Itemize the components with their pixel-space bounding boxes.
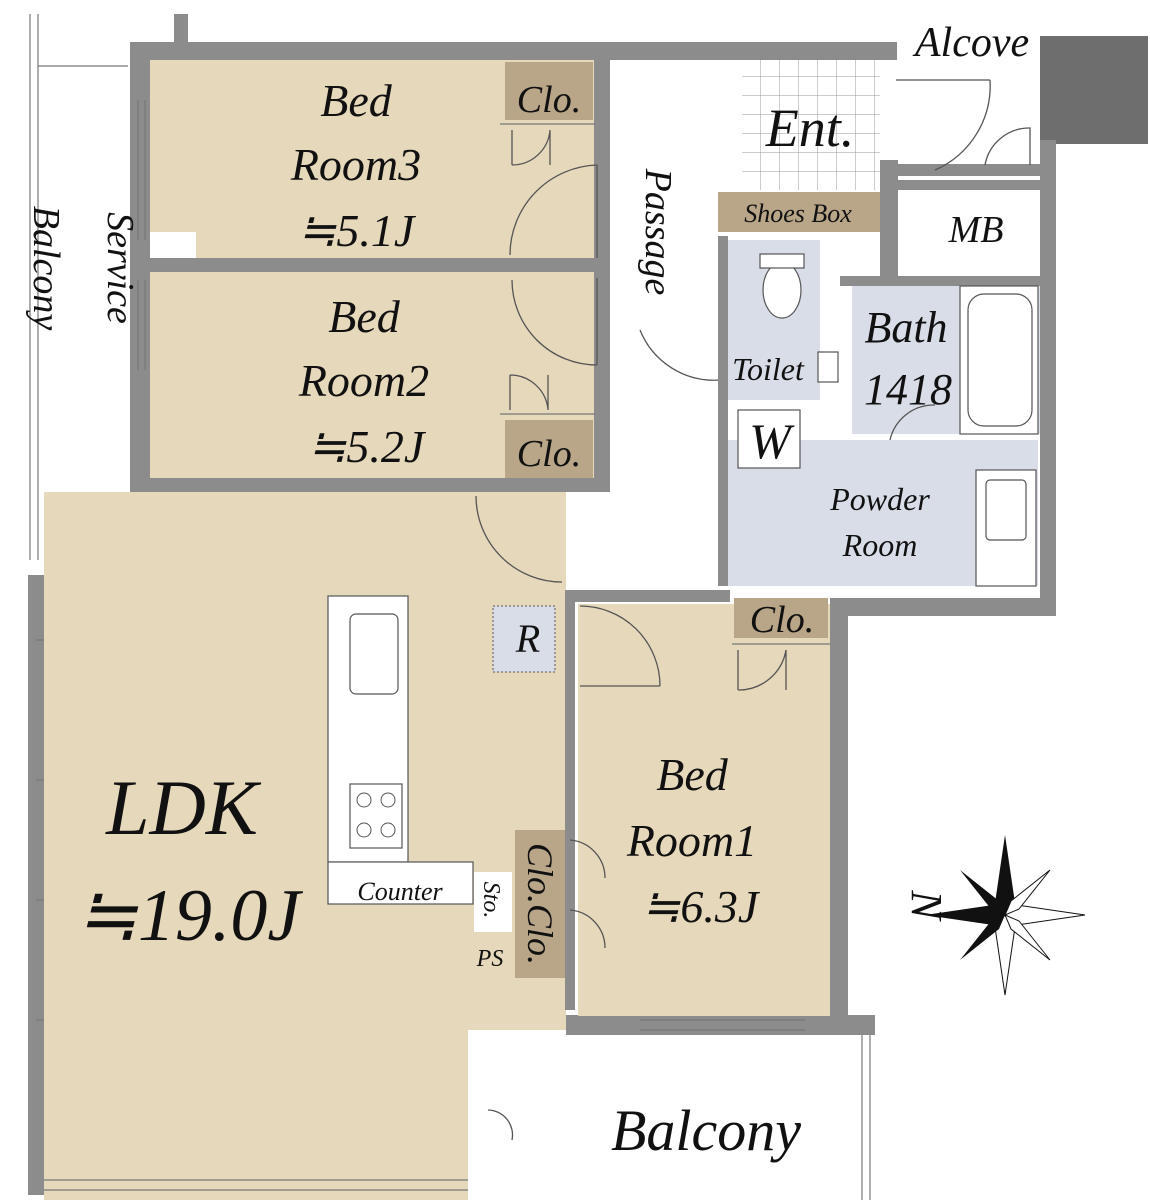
shoes-box[interactable]: [718, 192, 880, 232]
ldk: [36, 492, 566, 1200]
double-closet-label: Clo.Clo.: [520, 843, 560, 965]
powder-room: [728, 404, 1038, 587]
washer-label: W: [749, 413, 795, 469]
bedroom2-closet-label: Clo.: [517, 433, 581, 475]
alcove-label: Alcove: [912, 20, 1029, 66]
shoes-box-label: Shoes Box: [744, 199, 852, 228]
toilet-bowl-icon: [762, 261, 802, 319]
passage: [565, 60, 721, 592]
meter-box: [898, 192, 1038, 262]
refrigerator-space: [492, 605, 556, 673]
bedroom2: [137, 262, 610, 492]
stove-icon: [349, 783, 403, 849]
counter: [327, 861, 474, 905]
bedroom1: [515, 590, 830, 1031]
toilet-sink-icon: [817, 351, 839, 383]
ldk-label: LDK: [105, 764, 262, 851]
refrigerator-label: R: [515, 616, 540, 661]
bedroom2-area: ≒5.2J: [308, 421, 427, 472]
bedroom1-label-line2: Room1: [626, 815, 757, 866]
bedroom1-double-closet[interactable]: [515, 830, 565, 978]
toilet: [718, 236, 839, 586]
bedroom1-closet-label: Clo.: [750, 599, 814, 641]
washer-icon: [737, 409, 801, 469]
bedroom1-label-line1: Bed: [656, 749, 729, 800]
bath-size: 1418: [864, 365, 952, 414]
bedroom1-closet[interactable]: [734, 598, 828, 638]
balcony: [487, 1035, 871, 1200]
passage-label: Passage: [637, 168, 679, 296]
bedroom2-label-line2: Room2: [298, 355, 429, 406]
powder-room-label-line2: Room: [842, 527, 918, 563]
service-balcony-area: [28, 14, 128, 574]
toilet-label: Toilet: [732, 351, 805, 387]
bedroom3-area: ≒5.1J: [298, 205, 417, 256]
pipe-space-label: PS: [476, 946, 504, 972]
bedroom1-area: ≒6.3J: [642, 881, 761, 932]
bedroom3-closet[interactable]: [505, 62, 593, 120]
balcony-label: Balcony: [611, 1098, 801, 1163]
service-balcony-label-2: Balcony: [25, 206, 67, 331]
meter-box-label: MB: [948, 209, 1004, 251]
bedroom2-closet[interactable]: [505, 420, 593, 478]
bedroom3-closet-label: Clo.: [517, 79, 581, 121]
labels: Alcove Ent. Shoes Box MB Bed Room3 ≒5.1J…: [25, 20, 1029, 1163]
bedroom3-label-line2: Room3: [290, 139, 421, 190]
bedroom3-label-line1: Bed: [320, 75, 393, 126]
entrance-label: Ent.: [765, 98, 855, 158]
bathroom: [840, 276, 1040, 435]
bathtub-icon: [967, 293, 1033, 427]
powder-room-label-line1: Powder: [829, 481, 930, 517]
compass-rose-icon: [925, 835, 1086, 996]
bedroom3: [137, 60, 610, 272]
counter-label: Counter: [357, 877, 443, 906]
ldk-area: ≒19.0J: [76, 875, 304, 957]
service-balcony-label-1: Service: [99, 212, 141, 324]
bath-label: Bath: [864, 303, 947, 352]
entrance: [718, 60, 1040, 262]
kitchen-sink-icon: [349, 613, 399, 695]
north-label: N: [902, 889, 951, 922]
bedroom2-label-line1: Bed: [328, 291, 401, 342]
storage: [474, 872, 512, 932]
storage-label: Sto.: [478, 882, 504, 919]
